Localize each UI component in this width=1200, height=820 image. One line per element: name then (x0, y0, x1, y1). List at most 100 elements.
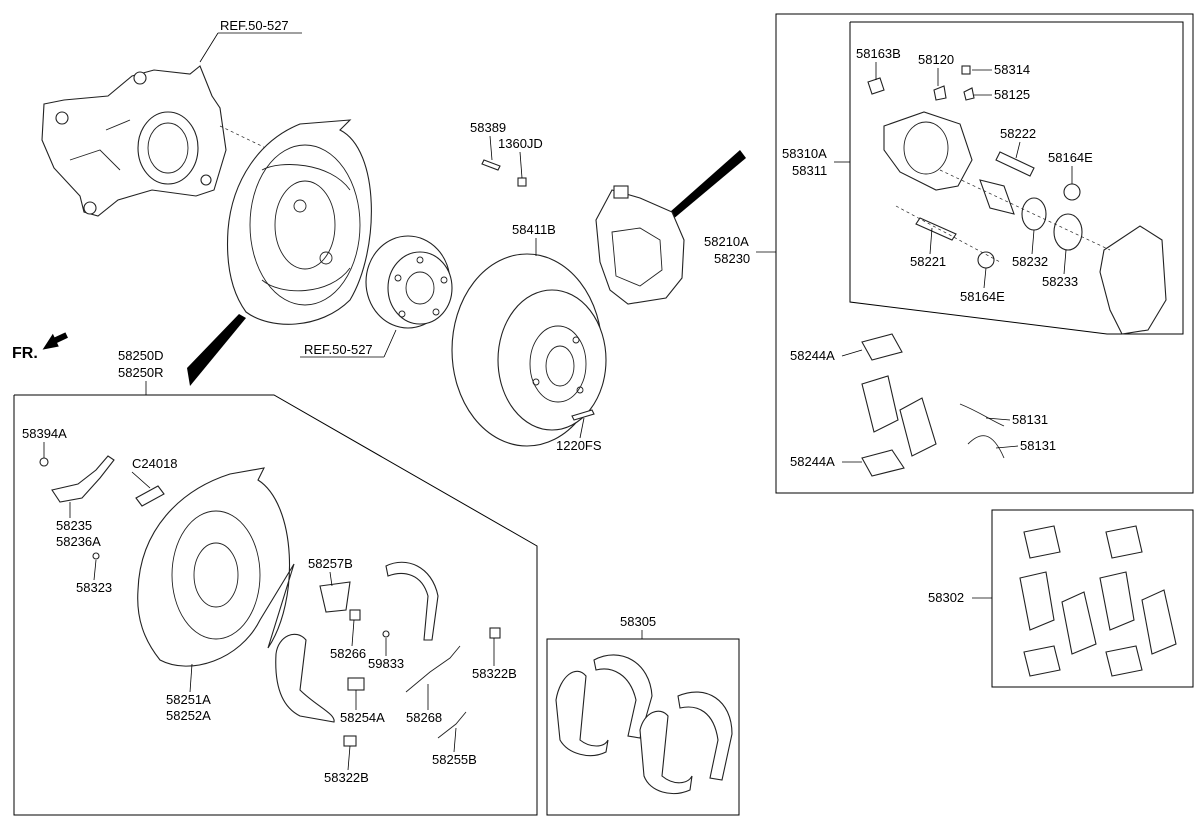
svg-text:1360JD: 1360JD (498, 136, 543, 151)
spring-58322B-lower-drawing (343, 735, 357, 747)
label-58233: 58233 (1042, 249, 1078, 289)
backing-plate-upper-drawing (227, 119, 372, 325)
parking-shoe-lower-drawing (275, 633, 335, 723)
label-58125: 58125 (974, 87, 1030, 102)
screw-59833-drawing (382, 630, 390, 638)
label-58250D-58250R: 58250D 58250R (118, 348, 164, 395)
label-58322B-upper: 58322B (472, 638, 517, 681)
parking-shoe-kit-drawing (555, 654, 733, 794)
caliper-assembly-outer-box (775, 13, 1194, 494)
label-58251A-58252A: 58251A 58252A (166, 663, 211, 723)
label-58221: 58221 (910, 227, 946, 269)
caliper-bolt-drawing (481, 159, 501, 171)
svg-text:58120: 58120 (918, 52, 954, 67)
svg-text:58236A: 58236A (56, 534, 101, 549)
caliper-carrier-drawing (1099, 225, 1167, 335)
label-58314: 58314 (972, 62, 1030, 77)
label-58257B: 58257B (308, 556, 353, 587)
svg-text:58251A: 58251A (166, 692, 211, 707)
bleeder-cap-drawing (517, 177, 527, 187)
svg-text:58235: 58235 (56, 518, 92, 533)
svg-text:58163B: 58163B (856, 46, 901, 61)
lever-58235-drawing (51, 455, 115, 503)
adjuster-58257B-drawing (319, 581, 351, 613)
label-58120: 58120 (918, 52, 954, 86)
front-label: FR. (12, 345, 38, 362)
bolt-58163B-drawing (867, 77, 885, 95)
label-58394A: 58394A (22, 426, 67, 458)
label-58244A-lower: 58244A (790, 454, 862, 469)
svg-text:58164E: 58164E (1048, 150, 1093, 165)
svg-text:59833: 59833 (368, 656, 404, 671)
svg-text:58125: 58125 (994, 87, 1030, 102)
label-58131-upper: 58131 (985, 412, 1048, 427)
label-58235-58236A: 58235 58236A (56, 502, 101, 549)
piston-drawing (979, 179, 1015, 215)
backing-plate-lower-drawing (137, 467, 295, 667)
svg-text:58255B: 58255B (432, 752, 477, 767)
svg-text:58244A: 58244A (790, 454, 835, 469)
svg-text:58305: 58305 (620, 614, 656, 629)
guide-pin-58221-drawing (915, 217, 957, 241)
svg-text:58323: 58323 (76, 580, 112, 595)
brake-disc-drawing (451, 253, 607, 447)
svg-text:58232: 58232 (1012, 254, 1048, 269)
label-58411B: 58411B (512, 222, 556, 256)
label-58164E-upper: 58164E (1048, 150, 1093, 184)
svg-text:58244A: 58244A (790, 348, 835, 363)
parking-shoe-kit-box (546, 638, 740, 816)
svg-text:58268: 58268 (406, 710, 442, 725)
label-58222: 58222 (1000, 126, 1036, 159)
label-58254A: 58254A (340, 690, 385, 725)
label-58255B: 58255B (432, 727, 477, 767)
pointer-wedge-backing (187, 314, 246, 386)
svg-text:58322B: 58322B (324, 770, 369, 785)
label-58302: 58302 (928, 590, 992, 605)
reference-label-bottom: REF.50-527 (304, 342, 373, 357)
pin-58323-drawing (92, 552, 100, 560)
adjuster-58254A-drawing (347, 677, 365, 691)
wear-sensor-upper-drawing (959, 403, 1005, 427)
svg-text:58411B: 58411B (512, 222, 556, 237)
brake-pad-outer-drawing (899, 397, 937, 457)
svg-text:58252A: 58252A (166, 708, 211, 723)
label-58266: 58266 (330, 619, 366, 661)
label-58322B-lower: 58322B (324, 745, 369, 785)
svg-text:58266: 58266 (330, 646, 366, 661)
label-58323: 58323 (76, 559, 112, 595)
clip-58125-drawing (963, 87, 975, 101)
label-58305: 58305 (620, 614, 656, 639)
label-58232: 58232 (1012, 229, 1048, 269)
label-1220FS: 1220FS (556, 417, 602, 453)
label-58268: 58268 (406, 684, 442, 725)
backing-plate-assembly-box (13, 394, 538, 816)
label-58210A-58230: 58210A 58230 (704, 234, 776, 266)
spring-58255B-drawing (437, 711, 467, 739)
svg-text:58257B: 58257B (308, 556, 353, 571)
bolt-58394A-drawing (39, 457, 49, 467)
svg-text:C24018: C24018 (132, 456, 178, 471)
wear-sensor-lower-drawing (967, 435, 1005, 459)
disc-screw-drawing (571, 409, 595, 421)
grommet-C24018-drawing (135, 485, 165, 507)
brake-pad-inner-drawing (861, 375, 899, 433)
label-58244A-upper: 58244A (790, 348, 863, 363)
label-58131-lower: 58131 (995, 438, 1056, 453)
svg-text:58322B: 58322B (472, 666, 517, 681)
svg-text:58233: 58233 (1042, 274, 1078, 289)
svg-text:58394A: 58394A (22, 426, 67, 441)
label-58163B: 58163B (856, 46, 901, 80)
knuckle-drawing (41, 65, 227, 217)
caliper-body-drawing (883, 111, 973, 191)
svg-text:58131: 58131 (1012, 412, 1048, 427)
spring-58322B-upper-drawing (489, 627, 501, 639)
pad-kit-box (991, 509, 1194, 688)
label-58389: 58389 (470, 120, 506, 161)
parking-shoe-upper-drawing (385, 561, 439, 641)
label-1360JD: 1360JD (498, 136, 543, 179)
pad-clip-lower-drawing (861, 449, 905, 477)
hub-bearing-drawing (365, 235, 453, 329)
front-direction-arrow: FR. (12, 332, 68, 362)
bleeder-58120-drawing (933, 85, 947, 101)
